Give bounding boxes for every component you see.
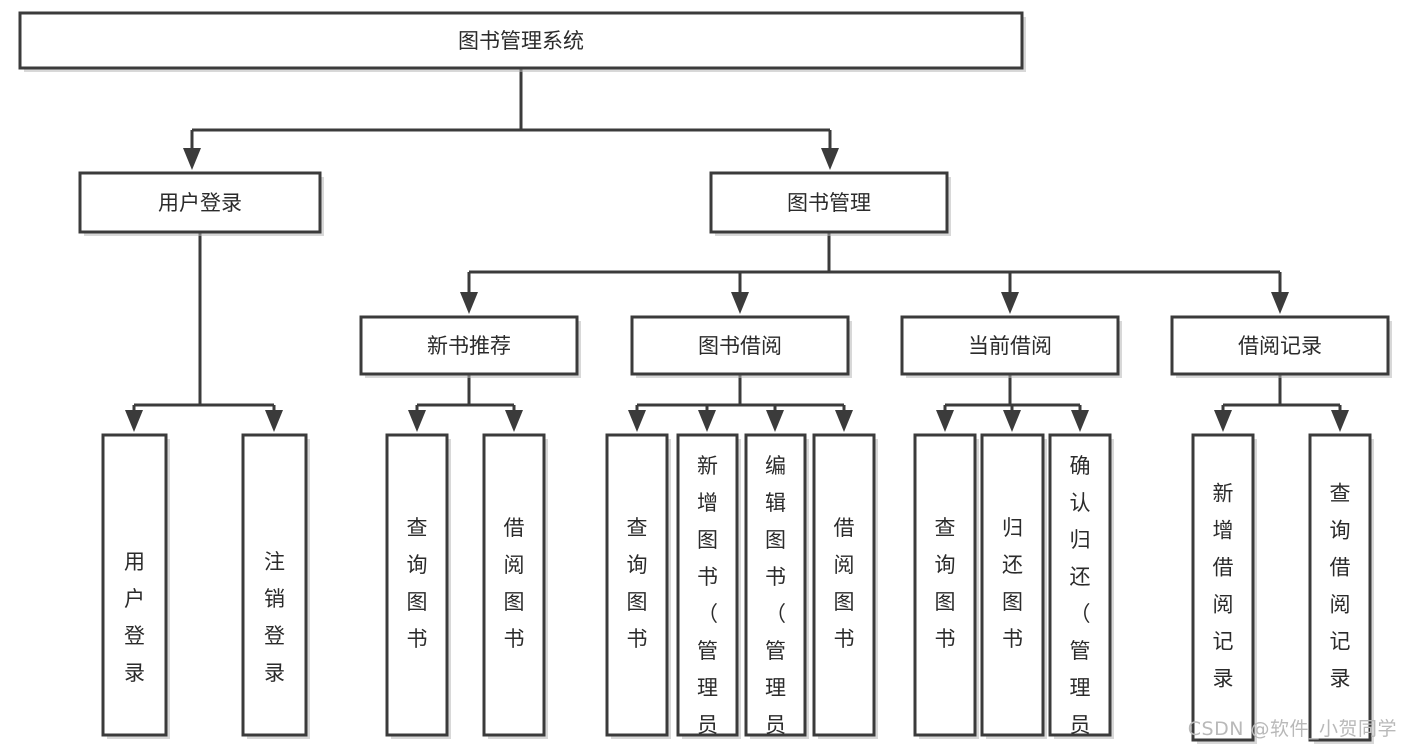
node-root[interactable]: 图书管理系统 xyxy=(18,11,1026,72)
node-root-label: 图书管理系统 xyxy=(458,29,584,53)
arrowhead-new-book-rec xyxy=(460,292,478,314)
leaf-borrow-book-1[interactable]: 借阅图书 xyxy=(482,433,548,739)
leaf-borrow-book-2-label: 借阅图书 xyxy=(834,516,855,651)
leaf-query-book-3[interactable]: 查询图书 xyxy=(913,433,979,739)
leaf-query-book-2[interactable]: 查询图书 xyxy=(605,433,671,739)
connector-layer xyxy=(125,68,1349,432)
leaf-query-book-2-label: 查询图书 xyxy=(627,516,648,651)
leaf-confirm-return[interactable]: 确认归还（管理员） xyxy=(1048,433,1114,747)
arrowhead-borrow-record xyxy=(1271,292,1289,314)
arrowhead-leaf-borrow-book-1 xyxy=(505,410,523,432)
leaf-add-book[interactable]: 新增图书（管理员） xyxy=(676,433,741,747)
node-book-borrow-label: 图书借阅 xyxy=(698,334,782,358)
leaf-query-record[interactable]: 查询借阅记录 xyxy=(1308,433,1374,744)
arrowhead-leaf-borrow-book-2 xyxy=(835,410,853,432)
arrowhead-book-mgmt xyxy=(821,148,839,170)
leaf-edit-book[interactable]: 编辑图书（管理员） xyxy=(744,433,809,747)
arrowhead-user-login xyxy=(183,148,201,170)
leaf-edit-book-label: 编辑图书（管理员） xyxy=(765,454,786,747)
leaf-logout[interactable]: 注销登录 xyxy=(241,433,310,739)
arrowhead-leaf-add-record xyxy=(1214,410,1232,432)
leaf-add-record[interactable]: 新增借阅记录 xyxy=(1191,433,1257,744)
leaf-user-login[interactable]: 用户登录 xyxy=(101,433,170,739)
arrowhead-leaf-add-book xyxy=(698,410,716,432)
node-book-management-label: 图书管理 xyxy=(787,191,871,215)
leaf-query-book-3-label: 查询图书 xyxy=(935,516,956,651)
arrowhead-book-borrow xyxy=(731,292,749,314)
leaf-return-book-label: 归还图书 xyxy=(1002,516,1023,651)
leaf-query-book-1-label: 查询图书 xyxy=(407,516,428,651)
arrowhead-leaf-query-book-2 xyxy=(628,410,646,432)
node-current-borrow[interactable]: 当前借阅 xyxy=(900,315,1122,378)
node-new-book-recommend[interactable]: 新书推荐 xyxy=(359,315,581,378)
arrowhead-current-borrow xyxy=(1001,292,1019,314)
arrowhead-leaf-confirm-return xyxy=(1071,410,1089,432)
leaf-logout-label: 注销登录 xyxy=(264,550,285,685)
node-current-borrow-label: 当前借阅 xyxy=(968,334,1052,358)
arrowhead-leaf-edit-book xyxy=(766,410,784,432)
node-borrow-record-label: 借阅记录 xyxy=(1238,334,1322,358)
arrowhead-leaf-query-record xyxy=(1331,410,1349,432)
node-book-borrow[interactable]: 图书借阅 xyxy=(630,315,852,378)
leaf-return-book[interactable]: 归还图书 xyxy=(980,433,1047,739)
node-user-login[interactable]: 用户登录 xyxy=(78,171,324,236)
node-book-management[interactable]: 图书管理 xyxy=(709,171,951,236)
leaf-user-login-label: 用户登录 xyxy=(124,550,145,685)
arrowhead-leaf-query-book-1 xyxy=(408,410,426,432)
arrowhead-leaf-logout xyxy=(265,410,283,432)
node-borrow-record[interactable]: 借阅记录 xyxy=(1170,315,1392,378)
arrowhead-leaf-query-book-3 xyxy=(936,410,954,432)
leaf-query-book-1[interactable]: 查询图书 xyxy=(385,433,451,739)
leaf-confirm-return-label: 确认归还（管理员） xyxy=(1070,454,1091,747)
arrowhead-leaf-return-book xyxy=(1003,410,1021,432)
leaf-query-record-label: 查询借阅记录 xyxy=(1330,482,1351,691)
leaf-add-record-label: 新增借阅记录 xyxy=(1213,482,1234,691)
node-new-book-recommend-label: 新书推荐 xyxy=(427,334,511,358)
leaf-borrow-book-2[interactable]: 借阅图书 xyxy=(812,433,878,739)
leaf-add-book-label: 新增图书（管理员） xyxy=(697,454,718,747)
node-user-login-label: 用户登录 xyxy=(158,191,242,215)
leaf-node-layer: 用户登录 注销登录 查询图书 借阅图书 查询图书 新增图书（管理员） 编辑图书（管理员） 借阅… xyxy=(101,433,1374,747)
leaf-borrow-book-1-label: 借阅图书 xyxy=(504,516,525,651)
arrowhead-leaf-user-login xyxy=(125,410,143,432)
